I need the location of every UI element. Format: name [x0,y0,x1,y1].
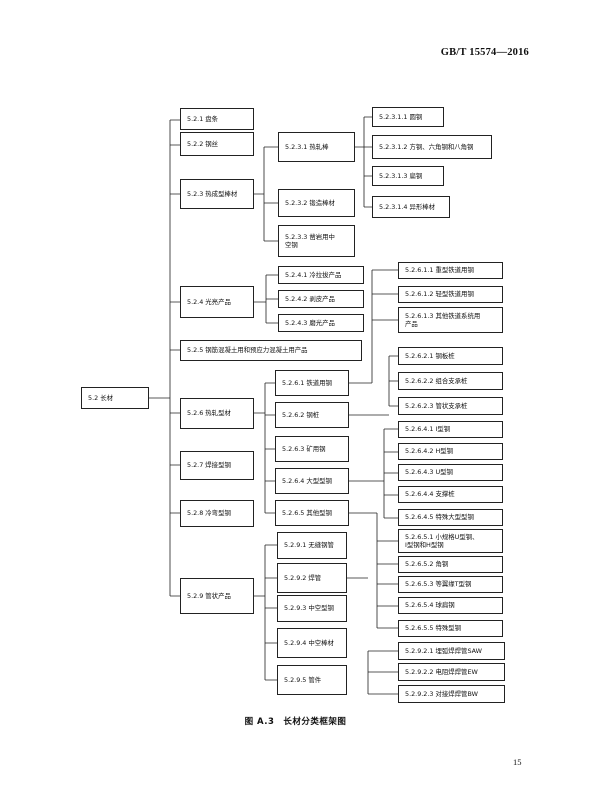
node-5-2-3-1-4: 5.2.3.1.4 异形棒材 [372,196,450,218]
node-5-2-6: 5.2.6 热轧型材 [180,398,254,429]
node-5-2-9-2: 5.2.9.2 焊管 [277,563,347,593]
root-node: 5.2 长材 [81,387,149,409]
node-5-2-6-5: 5.2.6.5 其他型钢 [275,500,349,526]
node-5-2-6-2: 5.2.6.2 钢桩 [275,402,349,428]
node-5-2-6-5-2: 5.2.6.5.2 角钢 [398,556,503,573]
node-5-2-1: 5.2.1 盘条 [180,108,254,130]
node-5-2-6-5-3: 5.2.6.5.3 等翼缘T型钢 [398,576,503,593]
node-5-2-4-1: 5.2.4.1 冷拉拔产品 [278,266,364,284]
node-5-2-6-4-3: 5.2.6.4.3 U型钢 [398,464,503,481]
node-5-2-6-4-5: 5.2.6.4.5 特殊大型型钢 [398,509,503,526]
node-5-2-9-1: 5.2.9.1 无缝钢管 [277,532,347,559]
node-5-2-6-1-3: 5.2.6.1.3 其他铁道系统用 产品 [398,307,503,333]
node-5-2-9: 5.2.9 管状产品 [180,578,254,614]
node-5-2-4: 5.2.4 光亮产品 [180,286,254,318]
node-5-2-9-2-3: 5.2.9.2.3 对接焊焊管BW [398,685,505,703]
node-5-2-3-1-2: 5.2.3.1.2 方钢、六角钢和八角钢 [372,135,492,159]
node-5-2-2: 5.2.2 钢丝 [180,132,254,156]
node-5-2-6-1-2: 5.2.6.1.2 轻型铁道用钢 [398,286,503,303]
node-5-2-3-1-1: 5.2.3.1.1 圆钢 [372,107,444,127]
figure-caption: 图 A.3 长材分类框架图 [244,717,347,727]
node-5-2-4-3: 5.2.4.3 磨光产品 [278,314,364,332]
node-5-2-3-2: 5.2.3.2 锻造棒材 [278,189,355,217]
node-5-2-9-2-1: 5.2.9.2.1 埋弧焊焊管SAW [398,642,505,660]
page-number: 15 [513,757,522,767]
node-5-2-9-3: 5.2.9.3 中空型钢 [277,595,347,622]
node-5-2-8: 5.2.8 冷弯型钢 [180,500,254,527]
node-5-2-6-2-3: 5.2.6.2.3 管状支承桩 [398,397,503,415]
node-5-2-7: 5.2.7 焊接型钢 [180,451,254,480]
node-5-2-3-1-3: 5.2.3.1.3 扁钢 [372,166,444,186]
node-5-2-6-4-1: 5.2.6.4.1 I型钢 [398,421,503,438]
node-5-2-3: 5.2.3 热成型棒材 [180,179,254,209]
node-5-2-6-3: 5.2.6.3 矿用钢 [275,436,349,462]
node-5-2-6-5-1: 5.2.6.5.1 小规格U型钢、 I型钢和H型钢 [398,529,503,553]
node-5-2-6-1-1: 5.2.6.1.1 重型铁道用钢 [398,262,503,279]
node-5-2-6-5-5: 5.2.6.5.5 特殊型钢 [398,620,503,637]
node-5-2-6-4: 5.2.6.4 大型型钢 [275,468,349,494]
node-5-2-6-2-2: 5.2.6.2.2 组合支承桩 [398,372,503,390]
node-5-2-6-4-2: 5.2.6.4.2 H型钢 [398,443,503,460]
node-5-2-4-2: 5.2.4.2 剥皮产品 [278,290,364,308]
node-5-2-3-3: 5.2.3.3 凿岩用中 空钢 [278,225,355,257]
node-5-2-6-2-1: 5.2.6.2.1 钢板桩 [398,347,503,365]
node-5-2-5: 5.2.5 钢筋混凝土用和预应力混凝土用产品 [180,340,362,361]
node-5-2-3-1: 5.2.3.1 热轧棒 [278,132,355,162]
node-5-2-9-4: 5.2.9.4 中空棒材 [277,628,347,658]
node-5-2-6-1: 5.2.6.1 铁道用钢 [275,370,349,396]
node-5-2-6-5-4: 5.2.6.5.4 球扁钢 [398,597,503,614]
node-5-2-6-4-4: 5.2.6.4.4 支撑桩 [398,486,503,503]
standard-code: GB/T 15574—2016 [440,47,529,58]
node-5-2-9-5: 5.2.9.5 管件 [277,665,347,695]
node-5-2-9-2-2: 5.2.9.2.2 电阻焊焊管EW [398,663,505,681]
